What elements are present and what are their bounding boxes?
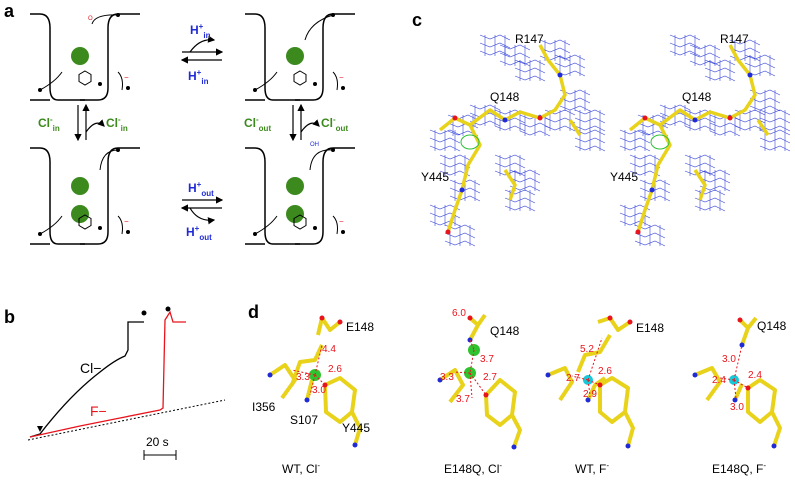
label-r147-left: R147 bbox=[515, 32, 544, 46]
svg-text:Cl-in: Cl-in bbox=[106, 115, 128, 133]
caption-1: WT, Cl- bbox=[282, 461, 320, 476]
oh-label: OH bbox=[310, 142, 319, 148]
dist: 3.7 bbox=[480, 354, 494, 365]
residue-label: E148 bbox=[346, 320, 374, 334]
label-r147-right: R147 bbox=[720, 32, 749, 46]
equilibrium-bottom: H+out H+out bbox=[180, 180, 224, 242]
panel-label-d: d bbox=[248, 302, 259, 322]
cl-in-left: Cl bbox=[38, 116, 50, 130]
panel-label-c: c bbox=[412, 10, 422, 30]
state-bottom-right: OH − bbox=[245, 142, 355, 245]
residue-label: Q148 bbox=[757, 319, 787, 333]
dist: 2.6 bbox=[328, 364, 342, 375]
h-in-top: H bbox=[190, 23, 199, 37]
residue-label: Y445 bbox=[342, 421, 370, 435]
svg-text:O: O bbox=[88, 16, 93, 22]
start-arrowhead bbox=[37, 426, 43, 432]
structure-e148q-f: 3.0 2.4 2.4 3.0 Q148 E148Q, F- bbox=[692, 316, 787, 476]
dist: 3.0 bbox=[722, 354, 736, 365]
residue-label: E148 bbox=[636, 321, 664, 335]
svg-text:−: − bbox=[124, 217, 129, 226]
residue-label: I356 bbox=[252, 400, 276, 414]
svg-text:Cl-in: Cl-in bbox=[38, 115, 60, 133]
equilibrium-right: Cl-out Cl-out bbox=[244, 103, 348, 142]
dist: 3.3 bbox=[296, 372, 310, 383]
panel-c: R147 Q148 Y445 R147 Q148 Y445 bbox=[421, 32, 791, 250]
f-label: F− bbox=[90, 403, 107, 419]
h-in-bottom: H bbox=[188, 69, 197, 83]
svg-text:H+in: H+in bbox=[190, 22, 211, 40]
model-sticks bbox=[438, 44, 582, 233]
panel-label-a: a bbox=[4, 1, 15, 21]
h-out-bottom: H bbox=[186, 225, 195, 239]
dist: 2.6 bbox=[598, 366, 612, 377]
stereo-left: R147 Q148 Y445 bbox=[421, 32, 606, 250]
dist: 5.2 bbox=[580, 344, 594, 355]
panel-label-b: b bbox=[4, 307, 15, 327]
dist: 2.4 bbox=[748, 370, 762, 381]
dist: 2.4 bbox=[712, 375, 726, 386]
svg-text:−: − bbox=[339, 73, 344, 82]
f-endpoint-dot bbox=[165, 306, 171, 312]
svg-text:Cl-out: Cl-out bbox=[244, 115, 271, 133]
dist: 3.7 bbox=[456, 394, 470, 405]
svg-text:Cl-out: Cl-out bbox=[321, 115, 348, 133]
label-y445-left: Y445 bbox=[421, 170, 449, 184]
cl-endpoint-dot bbox=[141, 310, 147, 316]
label-q148-right: Q148 bbox=[682, 90, 712, 104]
cl-trace bbox=[29, 321, 144, 438]
panel-d: 4.4 2.6 3.3 3.0 E148 I356 S107 Y445 WT, … bbox=[252, 308, 787, 476]
dist: 2.9 bbox=[583, 389, 597, 400]
structure-wt-cl: 4.4 2.6 3.3 3.0 E148 I356 S107 Y445 WT, … bbox=[252, 315, 374, 476]
panel-b: Cl− F− 20 s bbox=[27, 306, 226, 460]
state-top-right: − bbox=[245, 13, 355, 101]
svg-text:H+out: H+out bbox=[186, 224, 212, 242]
residue-label: Q148 bbox=[490, 324, 520, 338]
structure-wt-f: 5.2 2.7 2.6 2.9 E148 WT, F- bbox=[545, 315, 664, 476]
anion-site bbox=[71, 47, 89, 65]
panel-a: O − − bbox=[30, 13, 355, 245]
f-trace bbox=[29, 310, 186, 438]
svg-text:−: − bbox=[124, 73, 129, 82]
cl-out-left: Cl bbox=[244, 116, 256, 130]
caption-2: E148Q, Cl- bbox=[444, 461, 502, 476]
caption-3: WT, F- bbox=[575, 461, 609, 476]
scale-bar bbox=[143, 450, 177, 460]
svg-text:H+out: H+out bbox=[188, 180, 214, 198]
cl-label: Cl− bbox=[80, 360, 101, 376]
state-top-left: O − bbox=[30, 13, 140, 101]
label-y445-right: Y445 bbox=[610, 170, 638, 184]
dist: 3.0 bbox=[312, 385, 326, 396]
dist: 3.0 bbox=[730, 402, 744, 413]
svg-text:−: − bbox=[339, 217, 344, 226]
svg-text:H+in: H+in bbox=[188, 68, 209, 86]
state-bottom-left: − bbox=[30, 147, 140, 245]
density-blob bbox=[460, 134, 480, 150]
residue-label: S107 bbox=[290, 413, 318, 427]
label-q148-left: Q148 bbox=[490, 90, 520, 104]
baseline-dotted bbox=[27, 399, 226, 441]
caption-4: E148Q, F- bbox=[712, 461, 766, 476]
dist: 2.7 bbox=[483, 372, 497, 383]
structure-e148q-cl: 6.0 3.7 3.3 2.7 3.7 Q148 E148Q, Cl- bbox=[437, 308, 522, 476]
dist: 3.3 bbox=[440, 372, 454, 383]
equilibrium-left: Cl-in Cl-in bbox=[38, 103, 128, 142]
dist: 2.7 bbox=[566, 373, 580, 384]
stereo-right: R147 Q148 Y445 bbox=[610, 32, 791, 247]
dist: 6.0 bbox=[452, 308, 466, 319]
scale-label: 20 s bbox=[146, 435, 169, 449]
cl-in-right: Cl bbox=[106, 116, 118, 130]
equilibrium-top: H+in H+in bbox=[180, 22, 224, 86]
h-out-top: H bbox=[188, 181, 197, 195]
cl-out-right: Cl bbox=[321, 116, 333, 130]
dist: 4.4 bbox=[322, 344, 336, 355]
